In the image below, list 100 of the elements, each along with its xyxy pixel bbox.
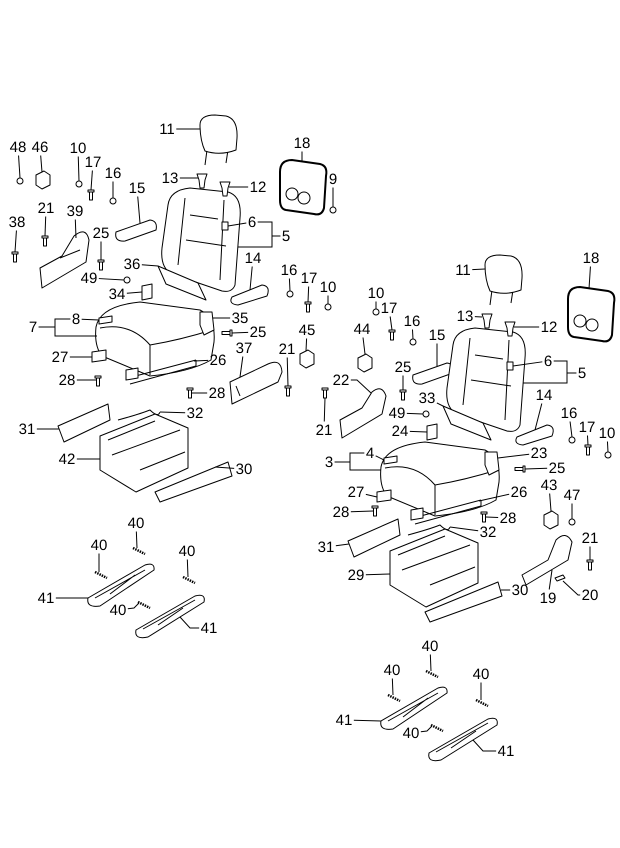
leader-line bbox=[98, 553, 100, 572]
callout-number: 28 bbox=[208, 386, 226, 400]
callout-number: 40 bbox=[128, 516, 144, 530]
callout-number: 41 bbox=[498, 744, 514, 758]
leader-line bbox=[18, 155, 20, 178]
spring bbox=[387, 694, 401, 702]
bolt bbox=[186, 388, 194, 398]
bolt bbox=[94, 376, 102, 386]
callout-number: 17 bbox=[380, 300, 398, 316]
callout-number: 33 bbox=[418, 390, 436, 406]
leader-line bbox=[586, 435, 588, 446]
leader-line bbox=[486, 516, 499, 518]
bolt bbox=[400, 390, 406, 400]
cap bbox=[568, 518, 576, 526]
callout-number: 40 bbox=[472, 666, 490, 682]
callout-number: 14 bbox=[536, 388, 552, 402]
callout-number: 18 bbox=[582, 250, 600, 266]
callout-number: 8 bbox=[72, 312, 80, 326]
callout-number: 25 bbox=[92, 226, 110, 240]
headrest bbox=[484, 254, 523, 306]
callout-number: 24 bbox=[392, 424, 408, 438]
callout-number: 15 bbox=[128, 180, 146, 196]
bracket bbox=[348, 518, 400, 558]
leader-line bbox=[38, 318, 71, 328]
callout-number: 36 bbox=[124, 256, 140, 272]
callout-number: 12 bbox=[540, 320, 558, 334]
leader-line bbox=[232, 332, 249, 334]
bolt bbox=[42, 236, 48, 246]
callout-number: 25 bbox=[394, 360, 412, 374]
leader-line bbox=[137, 196, 140, 224]
leader-line bbox=[436, 343, 438, 366]
leader-line bbox=[126, 292, 142, 294]
leader-line bbox=[180, 616, 200, 628]
cap bbox=[568, 436, 576, 444]
callout-number: 28 bbox=[500, 510, 516, 526]
leader-line bbox=[136, 531, 138, 548]
leader-line bbox=[286, 357, 288, 386]
armrest bbox=[115, 220, 157, 242]
bolt bbox=[586, 560, 594, 570]
callout-number: 23 bbox=[530, 446, 548, 460]
cap bbox=[286, 290, 294, 298]
leader-line bbox=[192, 392, 208, 394]
leader-line bbox=[306, 338, 308, 352]
guide-sleeve bbox=[220, 182, 230, 196]
leader-line bbox=[40, 155, 42, 172]
leader-line bbox=[308, 286, 310, 302]
cap bbox=[372, 308, 380, 316]
leader-line bbox=[514, 326, 540, 328]
leader-line bbox=[228, 186, 249, 188]
callout-number: 7 bbox=[28, 320, 38, 334]
leader-line bbox=[450, 526, 479, 532]
callout-number: 35 bbox=[232, 310, 248, 326]
guide-sleeve bbox=[504, 322, 516, 336]
callout-number: 3 bbox=[324, 454, 334, 470]
callout-number: 11 bbox=[159, 122, 175, 136]
leader-line bbox=[36, 428, 60, 430]
leader-line bbox=[365, 494, 378, 498]
wire bbox=[118, 410, 160, 420]
leader-line bbox=[69, 356, 92, 358]
cap bbox=[330, 206, 336, 214]
callout-number: 30 bbox=[512, 582, 528, 598]
clip bbox=[92, 350, 106, 362]
callout-number: 6 bbox=[544, 354, 552, 368]
leader-line bbox=[606, 441, 608, 452]
leader-line bbox=[406, 412, 424, 414]
back-panel bbox=[567, 286, 616, 342]
leader-line bbox=[534, 403, 542, 430]
seat-frame bbox=[100, 414, 188, 492]
leader-line bbox=[512, 361, 543, 366]
leader-line bbox=[81, 318, 100, 320]
leader-line bbox=[412, 329, 414, 340]
callout-number: 6 bbox=[248, 214, 256, 230]
leader-line bbox=[112, 181, 114, 198]
callout-number: 17 bbox=[300, 270, 318, 286]
callout-number: 21 bbox=[278, 342, 296, 356]
tray bbox=[126, 360, 196, 384]
callout-number: 32 bbox=[186, 406, 204, 420]
cap bbox=[422, 410, 430, 418]
cap bbox=[110, 198, 116, 204]
cover bbox=[154, 462, 232, 502]
callout-number: 26 bbox=[210, 352, 226, 368]
callout-number: 40 bbox=[110, 602, 126, 618]
callout-number: 17 bbox=[578, 420, 596, 434]
leader-line bbox=[250, 266, 253, 290]
callout-number: 16 bbox=[404, 314, 420, 328]
leader-line bbox=[353, 720, 382, 722]
callout-number: 27 bbox=[52, 350, 68, 364]
guide-sleeve bbox=[482, 314, 492, 328]
callout-number: 42 bbox=[58, 452, 76, 466]
callout-number: 27 bbox=[348, 484, 364, 500]
bolt bbox=[584, 444, 592, 456]
callout-number: 41 bbox=[336, 712, 352, 728]
leader-line bbox=[436, 402, 444, 406]
leader-line bbox=[553, 360, 577, 374]
bolt bbox=[322, 388, 328, 398]
callout-number: 14 bbox=[244, 250, 262, 266]
callout-number: 40 bbox=[402, 726, 420, 740]
cap bbox=[124, 276, 130, 284]
leader-line bbox=[472, 268, 486, 270]
leader-line bbox=[160, 412, 186, 414]
